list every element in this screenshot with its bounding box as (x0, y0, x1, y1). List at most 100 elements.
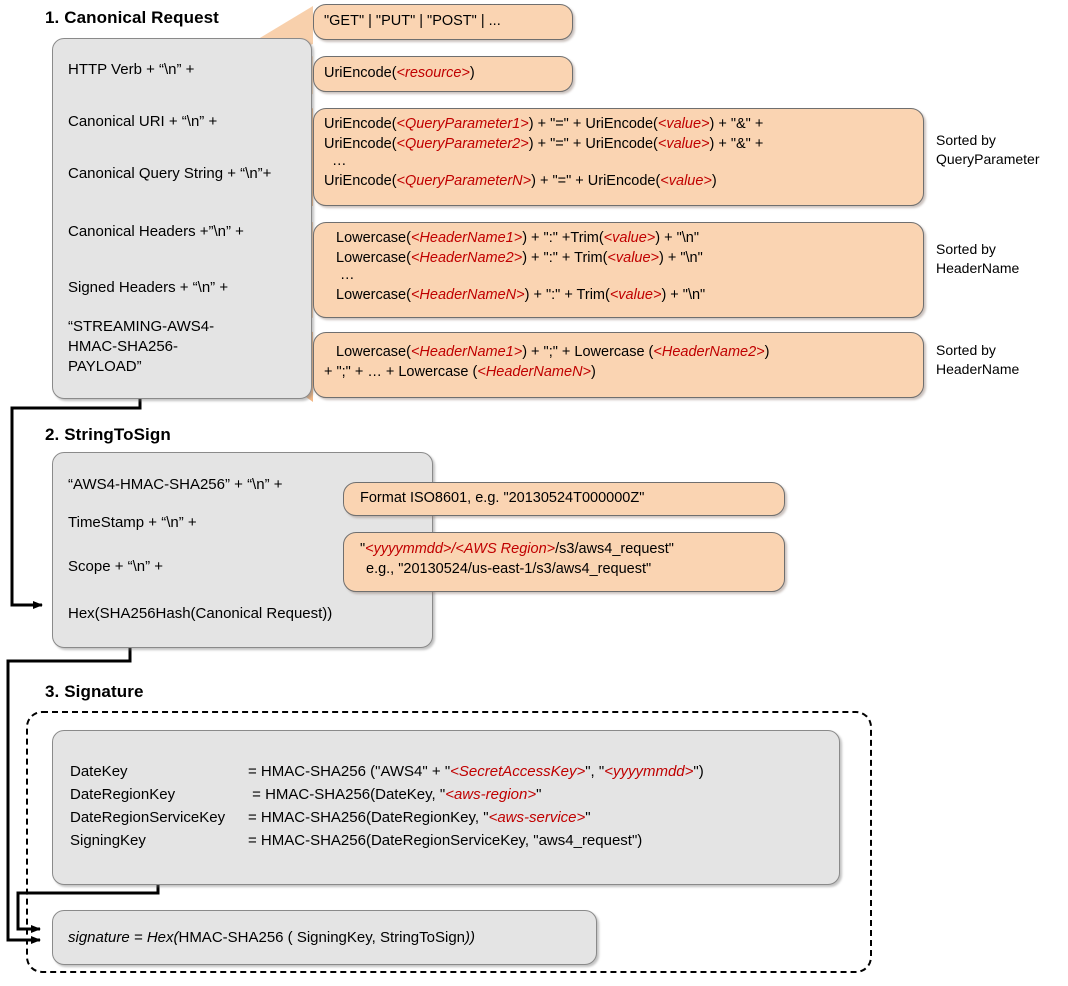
sh2-p1: <HeaderNameN> (477, 364, 592, 380)
callout-timestamp-format: Format ISO8601, e.g. "20130524T000000Z" (343, 482, 785, 516)
qsn-a: UriEncode( (324, 173, 397, 189)
qsn-p1: <QueryParameterN> (396, 173, 532, 189)
qs1-b: ) + "=" + UriEncode( (528, 116, 658, 132)
cr-line-canonical-query-string: Canonical Query String + “\n”+ (68, 165, 272, 182)
scope-c: /s3/aws4_request" (555, 541, 674, 557)
section-title-signature: 3. Signature (45, 682, 144, 701)
sts-line-hashed-canonical-request: Hex(SHA256Hash(Canonical Request)) (68, 605, 333, 622)
cr-line-signed-headers: Signed Headers + “\n” + (68, 279, 229, 296)
signature-label: signature = (68, 929, 147, 946)
qs2-p2: <value> (657, 136, 710, 152)
sts-line-scope: Scope + “\n” + (68, 558, 164, 575)
qs2-p1: <QueryParameter2> (396, 136, 529, 152)
chn-p2: <value> (609, 287, 662, 303)
key-expr-dateregionkey-p1: <aws-region> (445, 786, 537, 803)
ch2-p2: <value> (607, 250, 660, 266)
qsn-p2: <value> (660, 173, 712, 189)
qs2-c: ) + "&" + (709, 136, 764, 152)
ch2-a: Lowercase( (336, 250, 411, 266)
callout-ch-line-1: Lowercase(<HeaderName1>) + ":" +Trim(<va… (336, 228, 913, 248)
key-expr-datekey-b: ", " (585, 763, 605, 780)
callout-uri-prefix: UriEncode( (324, 65, 397, 81)
qs2-a: UriEncode( (324, 136, 397, 152)
scope-p1: <yyyymmdd> (365, 541, 452, 557)
cr-line-canonical-headers: Canonical Headers +”\n” + (68, 223, 244, 240)
scope-a: " (360, 541, 366, 557)
cr-line-http-verb: HTTP Verb + “\n” + (68, 61, 195, 78)
key-expr-datekey-c: ") (693, 763, 704, 780)
sts-line-algorithm: “AWS4-HMAC-SHA256” + “\n” + (68, 476, 283, 493)
key-expr-dateregionkey-a: = HMAC-SHA256(DateKey, " (248, 786, 446, 803)
ch1-p1: <HeaderName1> (410, 230, 523, 246)
signature-result-expression: signature = Hex(HMAC-SHA256 ( SigningKey… (68, 929, 475, 946)
chn-a: Lowercase( (336, 287, 411, 303)
cr-line-streaming-payload: “STREAMING-AWS4- HMAC-SHA256- PAYLOAD” (68, 318, 215, 375)
sh1-a: Lowercase( (336, 344, 411, 360)
callout-ch-line-n: Lowercase(<HeaderNameN>) + ":" + Trim(<v… (336, 285, 913, 305)
callout-canonical-headers: Lowercase(<HeaderName1>) + ":" +Trim(<va… (313, 222, 924, 318)
callout-qs-line-1: UriEncode(<QueryParameter1>) + "=" + Uri… (324, 114, 913, 134)
callout-http-verb-text: "GET" | "PUT" | "POST" | ... (324, 13, 501, 29)
qsn-c: ) (711, 173, 717, 189)
key-expr-dateregionservicekey-b: " (585, 809, 591, 826)
qs1-c: ) + "&" + (709, 116, 764, 132)
key-expr-dateregionservicekey-a: = HMAC-SHA256(DateRegionKey, " (248, 809, 489, 826)
qsn-b: ) + "=" + UriEncode( (531, 173, 661, 189)
callout-sh-line-2: + ";" + … + Lowercase (<HeaderNameN>) (324, 362, 913, 382)
callout-qs-line-n: UriEncode(<QueryParameterN>) + "=" + Uri… (324, 171, 913, 191)
key-name-datekey: DateKey (70, 763, 128, 780)
section-title-string-to-sign: 2. StringToSign (45, 425, 171, 444)
key-expr-datekey-a: = HMAC-SHA256 ("AWS4" + " (248, 763, 451, 780)
ch2-b: ) + ":" + Trim( (522, 250, 608, 266)
ch1-a: Lowercase( (336, 230, 411, 246)
callout-ch-line-2: Lowercase(<HeaderName2>) + ":" + Trim(<v… (336, 248, 913, 268)
callout-timestamp-text: Format ISO8601, e.g. "20130524T000000Z" (360, 490, 645, 506)
section-title-canonical-request: 1. Canonical Request (45, 8, 219, 27)
qs1-p2: <value> (657, 116, 710, 132)
key-expr-datekey-p2: <yyyymmdd> (604, 763, 694, 780)
signature-hex: Hex( (146, 929, 179, 946)
scope-b: / (451, 541, 456, 557)
sh1-p1: <HeaderName1> (410, 344, 523, 360)
chn-c: ) + "\n" (661, 287, 706, 303)
scope-p2: <AWS Region> (455, 541, 556, 557)
key-row-dateregionservicekey: DateRegionServiceKey = HMAC-SHA256(DateRe… (70, 806, 704, 829)
note-sorted-by-queryparameter: Sorted by QueryParameter (936, 132, 1040, 167)
signature-close: )) (465, 929, 476, 946)
callout-uri-placeholder: <resource> (396, 65, 470, 81)
signature-result-panel (52, 910, 597, 965)
key-expr-datekey-p1: <SecretAccessKey> (450, 763, 586, 780)
signing-key-table: DateKey = HMAC-SHA256 ("AWS4" + "<SecretA… (70, 760, 704, 852)
sh1-c: ) (764, 344, 770, 360)
callout-canonical-uri: UriEncode(<resource>) (313, 56, 573, 92)
key-name-signingkey: SigningKey (70, 832, 146, 849)
callout-canonical-query-string: UriEncode(<QueryParameter1>) + "=" + Uri… (313, 108, 924, 206)
key-row-signingkey: SigningKey = HMAC-SHA256(DateRegionServic… (70, 829, 704, 852)
signature-dashed-container (26, 711, 872, 973)
sh2-b: ) (591, 364, 596, 380)
callout-sh-line-1: Lowercase(<HeaderName1>) + ";" + Lowerca… (336, 342, 913, 362)
callout-uri-suffix: ) (469, 65, 475, 81)
sh2-a: + ";" + … + Lowercase ( (324, 364, 478, 380)
ch1-p2: <value> (603, 230, 656, 246)
key-row-datekey: DateKey = HMAC-SHA256 ("AWS4" + "<SecretA… (70, 760, 704, 783)
key-expr-dateregionservicekey-p1: <aws-service> (488, 809, 586, 826)
sh1-b: ) + ";" + Lowercase ( (522, 344, 654, 360)
callout-http-verb: "GET" | "PUT" | "POST" | ... (313, 4, 573, 40)
sh1-p2: <HeaderName2> (653, 344, 765, 360)
callout-qs-line-2: UriEncode(<QueryParameter2>) + "=" + Uri… (324, 134, 913, 154)
callout-ch-ellipsis: … (340, 267, 355, 283)
callout-scope: "<yyyymmdd>/<AWS Region>/s3/aws4_request… (343, 532, 785, 592)
key-expr-signingkey-a: = HMAC-SHA256(DateRegionServiceKey, "aws… (248, 832, 643, 849)
chn-b: ) + ":" + Trim( (524, 287, 610, 303)
note-sorted-by-headername-2: Sorted by HeaderName (936, 342, 1020, 377)
callout-signed-headers: Lowercase(<HeaderName1>) + ";" + Lowerca… (313, 332, 924, 398)
cr-line-canonical-uri: Canonical URI + “\n” + (68, 113, 218, 130)
signing-key-derivation-panel (52, 730, 840, 885)
key-name-dateregionservicekey: DateRegionServiceKey (70, 809, 226, 826)
sts-line-timestamp: TimeStamp + “\n” + (68, 514, 197, 531)
ch2-c: ) + "\n" (659, 250, 703, 266)
canonical-request-panel (52, 38, 312, 399)
key-name-dateregionkey: DateRegionKey (70, 786, 176, 803)
chn-p1: <HeaderNameN> (410, 287, 525, 303)
